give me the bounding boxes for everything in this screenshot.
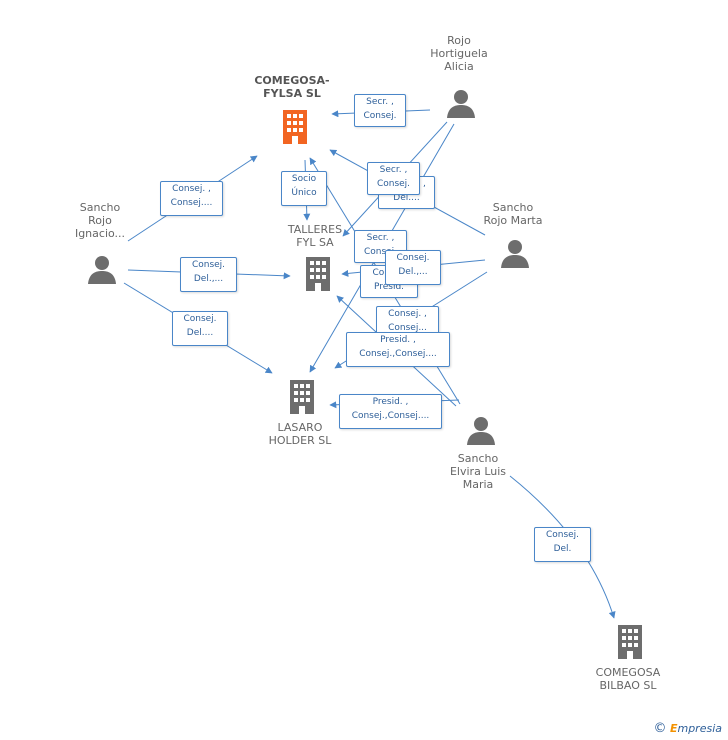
edge-label-line: Consej. [363, 247, 398, 257]
edge-label-line: Socio [291, 174, 317, 184]
main-company-label[interactable]: COMEGOSA- FYLSA SL [254, 74, 330, 100]
edge-label-line: Consej. [191, 260, 226, 270]
edge-label-line: Del.,... [398, 267, 428, 277]
edge-label[interactable]: Presid. , Consej.,Consej.... [339, 394, 442, 429]
edge-label-line: Presid. , [380, 335, 416, 345]
edge-label-line: Consej. [363, 111, 397, 121]
edge-label-line: Del. [553, 544, 572, 554]
person-label[interactable]: Sancho Rojo Marta [483, 201, 543, 227]
edge-label-line: Consej. [545, 530, 580, 540]
edge-label-line: Presid. [373, 282, 405, 292]
company-building-icon[interactable] [615, 625, 645, 659]
edge-label[interactable]: Presid. , Consej.,Consej.... [346, 332, 450, 367]
edge-label-line: Del.,... [193, 274, 224, 284]
edge-label-line: Consej. [396, 253, 430, 263]
person-label[interactable]: Sancho Rojo Ignacio... [74, 201, 126, 240]
copyright-symbol: © [653, 721, 667, 736]
main-company-building-icon[interactable] [280, 110, 310, 144]
edge-label-line: Presid. , [372, 397, 409, 407]
person-icon[interactable] [500, 238, 530, 268]
company-building-icon[interactable] [287, 380, 317, 414]
edge-label[interactable]: Consej. Del.,... [385, 250, 441, 285]
company-building-icon[interactable] [303, 257, 333, 291]
company-label[interactable]: LASARO HOLDER SL [268, 421, 332, 447]
edge-label[interactable]: Consej. Del. [534, 527, 591, 562]
person-icon[interactable] [466, 415, 496, 445]
company-label[interactable]: COMEGOSA BILBAO SL [595, 666, 661, 692]
person-icon[interactable] [87, 254, 117, 284]
edge-label-line: Consej.,Consej.... [351, 411, 430, 421]
edge-label-line: Único [291, 188, 317, 198]
edge-label-line: Secr. , [366, 97, 394, 107]
edge-label[interactable]: Secr. , Consej. [367, 162, 420, 195]
edge-label-line: Consej. [183, 314, 217, 324]
edge-label-line: Consej... [388, 323, 427, 333]
company-label[interactable]: TALLERES FYL SA [287, 223, 343, 249]
brand-logo-letter: E [669, 722, 678, 735]
edge-label[interactable]: Consej. Del.,... [180, 257, 237, 292]
edge-label[interactable]: Consej. , Consej.... [160, 181, 223, 216]
edge-label-line: Secr. , [366, 233, 395, 243]
edge-label-line: Consej.... [170, 198, 213, 208]
person-icon[interactable] [446, 88, 476, 118]
edge-label-line: Consej. , [172, 184, 211, 194]
person-label[interactable]: Rojo Hortiguela Alicia [430, 34, 488, 73]
edge-label-line: Consej. , [388, 309, 427, 319]
footer-credit: © Empresia [653, 721, 722, 736]
edge-label[interactable]: Secr. , Consej. [354, 94, 406, 127]
brand-name: mpresia [677, 722, 722, 735]
edge-label-line: Del.... [186, 328, 214, 338]
person-label[interactable]: Sancho Elvira Luis Maria [449, 452, 507, 491]
edge-label[interactable]: Consej. Del.... [172, 311, 228, 346]
edge-label-line: Consej. [376, 179, 411, 189]
edge-label-line: Del.... [393, 193, 420, 203]
edge-label-line: Consej.,Consej.... [359, 349, 437, 359]
edge-label-line: Secr. , [379, 165, 408, 175]
